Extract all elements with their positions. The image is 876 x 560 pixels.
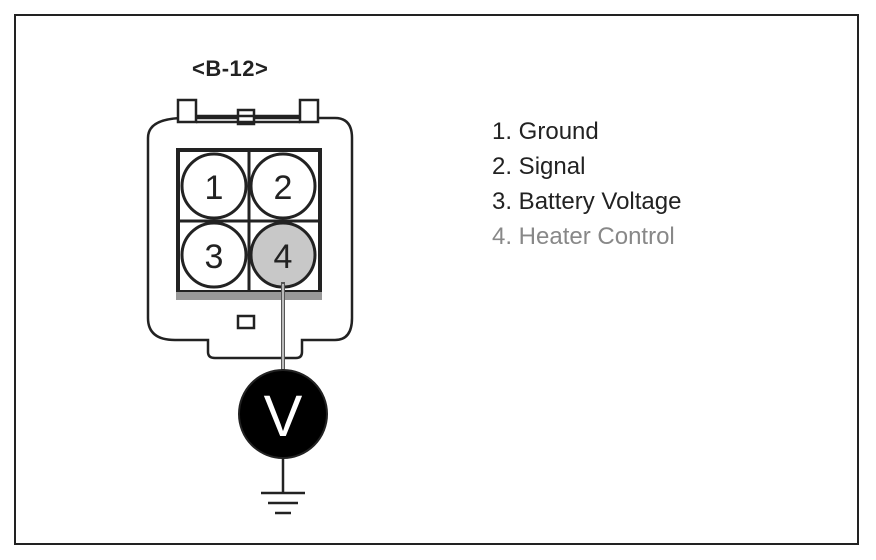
diagram-frame bbox=[14, 14, 859, 545]
pin-2-number: 2 bbox=[274, 169, 293, 207]
pin-2: 2 bbox=[249, 152, 317, 220]
voltmeter-icon: V bbox=[238, 369, 328, 459]
pin-1: 1 bbox=[180, 152, 248, 220]
pin-legend: 1. Ground 2. Signal 3. Battery Voltage 4… bbox=[492, 114, 681, 254]
legend-item-signal: 2. Signal bbox=[492, 153, 586, 180]
pin-3: 3 bbox=[180, 221, 248, 289]
pin-3-number: 3 bbox=[205, 238, 224, 276]
voltmeter-symbol: V bbox=[264, 384, 303, 449]
pin-4-number: 4 bbox=[274, 238, 293, 276]
legend-item-battery-voltage: 3. Battery Voltage bbox=[492, 188, 682, 215]
pin-1-number: 1 bbox=[205, 169, 224, 207]
connector-label: <B-12> bbox=[192, 56, 269, 81]
legend-item-ground: 1. Ground bbox=[492, 118, 599, 145]
pin-4: 4 bbox=[249, 221, 317, 289]
connector-housing bbox=[146, 98, 354, 360]
legend-item-heater-control: 4. Heater Control bbox=[492, 223, 675, 250]
ground-symbol-icon bbox=[261, 458, 305, 515]
